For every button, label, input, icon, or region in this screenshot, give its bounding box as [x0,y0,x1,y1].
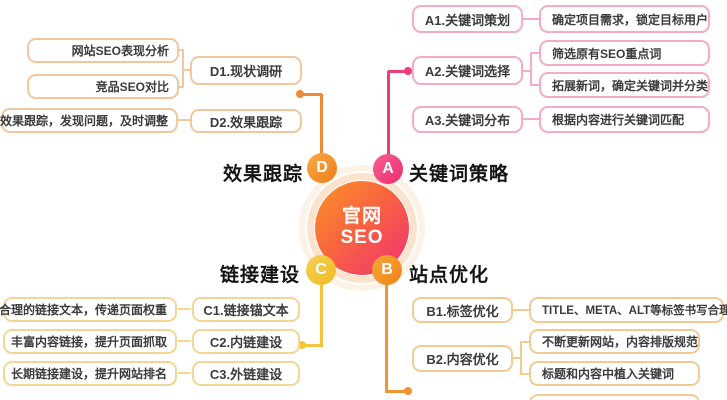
connector-a-horizontal [388,70,408,73]
c2-dash [178,340,191,342]
connector-a-dot [404,67,412,75]
a3-dash [523,118,539,120]
connector-c-horizontal [303,344,322,347]
c1-child-anchor-text: 合理的链接文本，传递页面权重 [0,297,177,322]
d1-child-website-analysis: 网站SEO表现分析 [27,38,179,63]
d1-bracket-stub-top [178,49,184,51]
node-a-letter: A [382,160,394,177]
a2-bracket-vertical [530,52,532,86]
a1-child-project-needs: 确定项目需求，锁定目标用户 [539,5,710,33]
c2-parent-box: C2.内链建设 [192,329,300,354]
a1-parent-box: A1.关键词策划 [412,5,523,33]
c3-dash [178,372,191,374]
label-d-section: 效果跟踪 [222,164,303,185]
node-b-letter: B [381,261,393,278]
d2-dash [178,119,190,121]
b2-bracket-stub-mid [513,357,522,359]
d2-child-effect-tracking: 效果跟踪，发现问题，及时调整 [0,108,178,133]
a2-bracket-stub-mid [523,70,532,72]
a2-parent-box: A2.关键词选择 [412,56,523,85]
a1-dash [523,18,539,20]
d1-bracket-vertical [182,49,184,88]
a3-child-keyword-match: 根据内容进行关键词匹配 [539,106,710,133]
connector-b-dot [404,387,412,395]
b2-bracket-stub-top [520,341,529,343]
a2-bracket-stub-top [530,52,539,54]
label-b-section: 站点优化 [409,265,490,286]
c3-parent-box: C3.外链建设 [192,361,300,386]
d1-bracket-stub-mid [182,69,191,71]
connector-c-vertical [320,283,323,347]
node-d-letter: D [316,159,328,176]
label-c-section: 链接建设 [219,265,300,286]
node-d-circle: D [307,153,337,183]
b1-parent-box: B1.标签优化 [412,297,513,323]
node-b-circle: B [372,255,402,285]
c1-parent-box: C1.链接锚文本 [192,297,300,322]
connector-d-horizontal [301,93,322,96]
node-a-circle: A [373,154,403,184]
c1-dash [178,308,191,310]
connector-d-vertical [320,94,323,155]
b1-dash [513,309,529,311]
b2-child-content-update: 不断更新网站，内容排版规范 [529,329,700,354]
center-halo-inner [307,173,417,283]
center-title-line2: SEO [340,227,384,248]
connector-b-vertical [385,283,388,393]
connector-a-vertical [387,71,390,156]
a2-child-expand-keywords: 拓展新词，确定关键词并分类 [539,72,710,98]
b1-child-tag-standards: TITLE、META、ALT等标签书写合理 [529,297,727,323]
d1-bracket-stub-bottom [178,86,184,88]
c3-child-external-links: 长期链接建设，提升网站排名 [3,361,177,386]
label-a-section: 关键词策略 [409,164,510,185]
center-halo-outer [299,165,425,291]
b2-bracket-stub-bottom [520,373,529,375]
connector-b-horizontal [387,390,408,393]
d1-child-competitor-compare: 竞品SEO对比 [27,74,179,99]
a2-child-filter-keywords: 筛选原有SEO重点词 [539,40,710,66]
a2-bracket-stub-bottom [530,84,539,86]
node-c-circle: C [306,255,336,285]
b3-child-partial-box [529,394,700,400]
connector-c-dot [298,341,306,349]
center-title-line1: 官网 [341,206,382,228]
a3-parent-box: A3.关键词分布 [412,106,523,133]
c2-child-internal-links: 丰富内容链接，提升页面抓取 [3,329,177,354]
connector-d-dot [296,90,304,98]
node-c-letter: C [315,261,327,278]
b2-parent-box: B2.内容优化 [412,345,513,372]
b2-child-keyword-insert: 标题和内容中植入关键词 [529,361,700,386]
d2-parent-box: D2.效果跟踪 [190,109,302,133]
d1-parent-box: D1.现状调研 [190,56,302,85]
